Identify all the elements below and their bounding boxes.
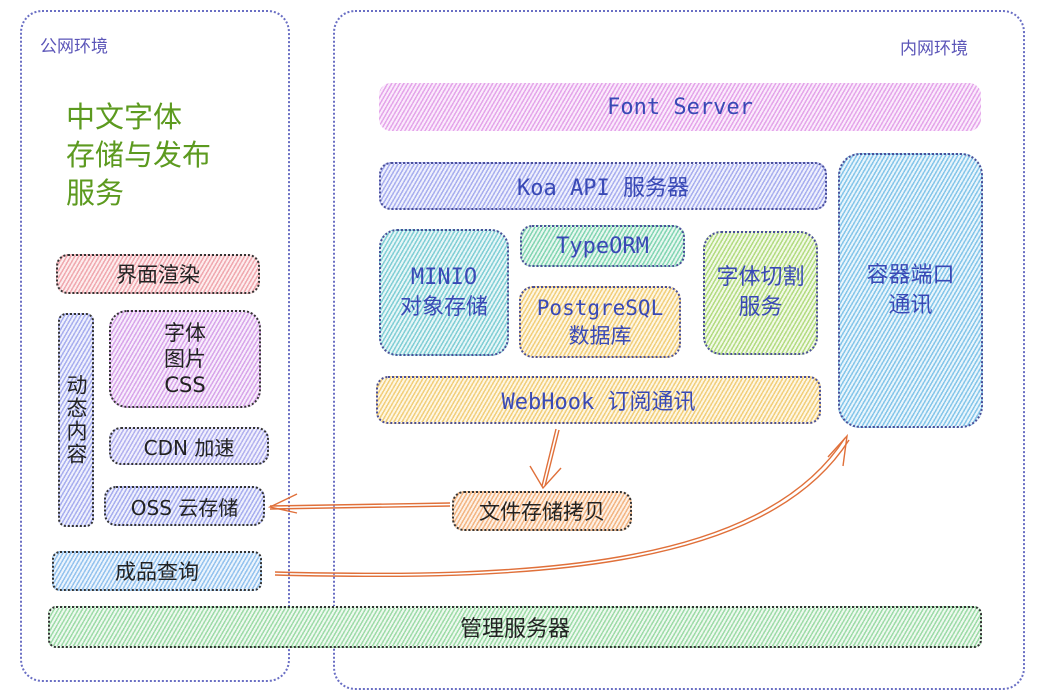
- oss-label: OSS 云存储: [130, 495, 239, 520]
- static-assets-images: 图片: [164, 347, 206, 371]
- diagram-title: 中文字体 存储与发布 服务: [66, 98, 211, 212]
- ui-render-node[interactable]: 界面渲染: [56, 254, 260, 294]
- minio-node[interactable]: MINIO 对象存储: [379, 229, 509, 356]
- container-comm-sublabel: 通讯: [888, 292, 933, 318]
- font-split-sublabel: 服务: [738, 295, 783, 320]
- title-line-1: 中文字体: [66, 100, 183, 134]
- oss-node[interactable]: OSS 云存储: [104, 486, 265, 526]
- ui-render-label: 界面渲染: [116, 263, 200, 287]
- product-query-node[interactable]: 成品查询: [52, 551, 262, 591]
- postgres-node[interactable]: PostgreSQL 数据库: [519, 286, 681, 358]
- webhook-label: WebHook 订阅通讯: [501, 390, 696, 415]
- file-copy-label: 文件存储拷贝: [479, 500, 605, 524]
- font-server-label: Font Server: [607, 94, 753, 120]
- dynamic-content-node[interactable]: 动态内容: [58, 313, 94, 527]
- cdn-node[interactable]: CDN 加速: [109, 427, 269, 465]
- container-comm-label: 容器端口: [866, 262, 955, 288]
- font-split-label: 字体切割: [716, 265, 805, 290]
- public-network-zone: [20, 10, 290, 682]
- font-server-node[interactable]: Font Server: [379, 83, 981, 131]
- koa-api-node[interactable]: Koa API 服务器: [379, 162, 827, 210]
- title-line-2: 存储与发布: [66, 138, 212, 172]
- admin-server-node[interactable]: 管理服务器: [48, 606, 982, 648]
- dynamic-content-label: 动态内容: [64, 374, 88, 466]
- static-assets-node[interactable]: 字体 图片 CSS: [109, 310, 261, 408]
- title-line-3: 服务: [66, 176, 125, 210]
- postgres-sublabel: 数据库: [568, 324, 632, 348]
- internal-network-label: 内网环境: [900, 39, 968, 59]
- static-assets-css: CSS: [164, 373, 206, 397]
- minio-sublabel: 对象存储: [399, 294, 488, 320]
- webhook-node[interactable]: WebHook 订阅通讯: [376, 376, 821, 424]
- minio-label: MINIO: [410, 264, 478, 290]
- container-comm-node[interactable]: 容器端口 通讯: [838, 153, 983, 428]
- typeorm-label: TypeORM: [556, 233, 649, 259]
- cdn-label: CDN 加速: [143, 435, 235, 460]
- postgres-label: PostgreSQL: [536, 296, 664, 320]
- admin-server-label: 管理服务器: [459, 617, 570, 642]
- file-copy-node[interactable]: 文件存储拷贝: [452, 491, 632, 531]
- font-split-node[interactable]: 字体切割 服务: [703, 231, 818, 355]
- internal-network-zone: [333, 10, 1025, 690]
- static-assets-fonts: 字体: [164, 321, 206, 345]
- public-network-label: 公网环境: [40, 37, 108, 57]
- product-query-label: 成品查询: [115, 560, 199, 584]
- typeorm-node[interactable]: TypeORM: [520, 225, 685, 267]
- koa-api-label: Koa API 服务器: [517, 176, 689, 201]
